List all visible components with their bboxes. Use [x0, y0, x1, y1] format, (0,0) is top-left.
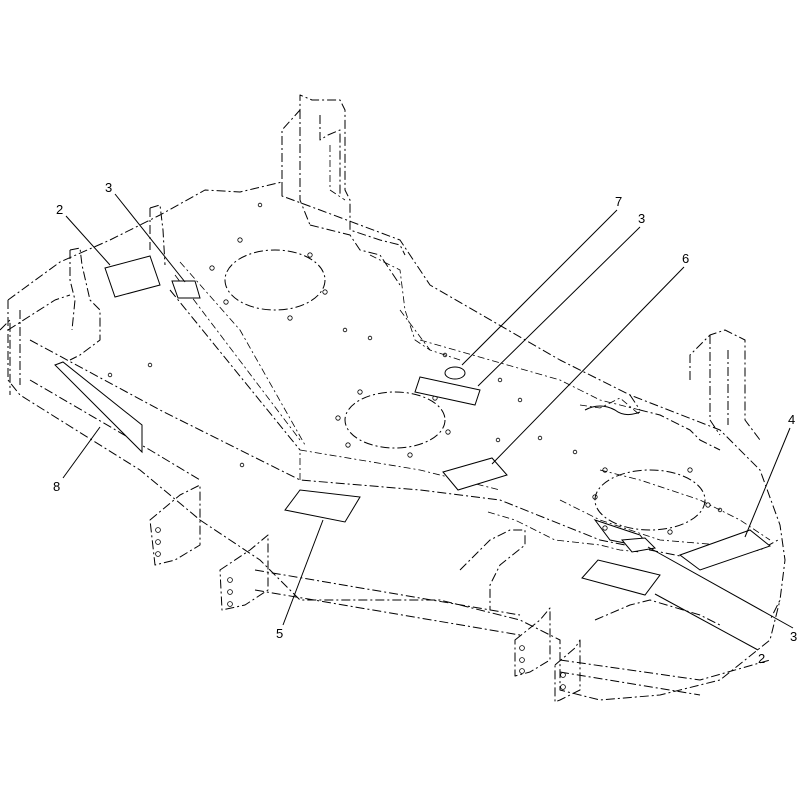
- decal-2-right: [581, 559, 661, 596]
- callout-2-left: 2: [56, 202, 63, 217]
- callout-6: 6: [682, 251, 689, 266]
- decals: [54, 255, 772, 596]
- decal-6: [442, 457, 508, 491]
- decal-3-left: [171, 280, 201, 299]
- callout-2-right: 2: [758, 651, 765, 666]
- left-brackets: [69, 204, 166, 361]
- callout-3-center: 3: [638, 211, 645, 226]
- deck-body: [0, 181, 786, 701]
- decal-2-left: [104, 255, 161, 298]
- callout-3-left: 3: [105, 180, 112, 195]
- decal-4: [678, 529, 772, 571]
- callout-8: 8: [53, 479, 60, 494]
- callout-5: 5: [276, 626, 283, 641]
- rear-left-mount: [281, 94, 406, 286]
- leader-lines: [62, 193, 794, 651]
- decal-3-right: [621, 537, 657, 553]
- callout-4: 4: [788, 412, 795, 427]
- front-brackets: [149, 484, 581, 703]
- callout-7: 7: [615, 194, 622, 209]
- callout-labels: 2 3 7 3 6 4 8 5 3 2: [53, 180, 797, 666]
- decal-5: [284, 489, 361, 523]
- decal-7: [444, 366, 466, 380]
- blade-openings: [224, 249, 706, 531]
- rear-right-mount: [629, 329, 761, 451]
- decal-3-center: [414, 376, 481, 406]
- rear-details: [369, 254, 641, 416]
- callout-3-right: 3: [790, 629, 797, 644]
- mounting-holes: [107, 202, 723, 535]
- decal-8: [54, 361, 143, 454]
